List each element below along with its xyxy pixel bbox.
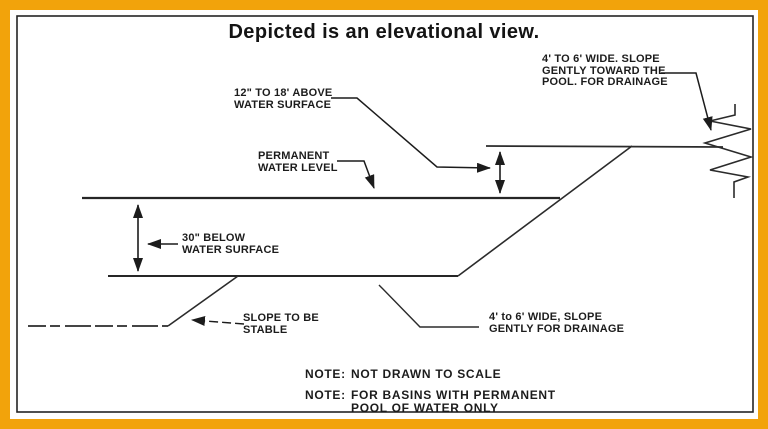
label-depth: 30" BELOW WATER SURFACE [182,232,280,256]
embankment-slope-line [457,145,633,277]
note-text-line1: FOR BASINS WITH PERMANENT [351,388,556,402]
label-lower-bench-line2: GENTLY FOR DRAINAGE [489,322,625,335]
label-upper-bench-line3: POOL. FOR DRAINAGE [542,76,668,88]
label-water-level-line2: WATER LEVEL [258,161,338,174]
label-water-level-line1: PERMANENT [258,150,330,162]
label-stable-slope: SLOPE TO BE STABLE [243,312,319,336]
label-freeboard-line1: 12" TO 18' ABOVE [234,87,333,99]
label-depth-line1: 30" BELOW [182,232,246,244]
lower-bench-leader [378,284,479,328]
water-level-leader [337,160,375,189]
label-upper-bench-line2: GENTLY TOWARD THE [542,64,666,77]
lower-slope-line [167,275,239,327]
label-lower-bench-line1: 4' to 6' WIDE, SLOPE [489,311,603,323]
label-water-level: PERMANENT WATER LEVEL [258,150,338,174]
label-stable-slope-line1: SLOPE TO BE [243,312,319,324]
upper-bench-leader [661,72,713,131]
label-freeboard: 12" TO 18' ABOVE WATER SURFACE [234,87,333,111]
break-line-symbol [702,104,754,198]
label-depth-line2: WATER SURFACE [182,243,280,256]
label-upper-bench-line1: 4' TO 6' WIDE. SLOPE [542,53,660,65]
top-bench-line [485,145,724,148]
label-stable-slope-line2: STABLE [243,323,288,336]
label-lower-bench: 4' to 6' WIDE, SLOPE GENTLY FOR DRAINAGE [489,311,625,335]
note-text-line1: NOT DRAWN TO SCALE [351,367,502,381]
note-label: NOTE: [305,388,346,402]
note-not-to-scale: NOTE: NOT DRAWN TO SCALE [305,368,501,381]
note-label: NOTE: [305,367,346,381]
note-permanent-pool: NOTE: FOR BASINS WITH PERMANENT POOL OF … [305,389,556,415]
drawing-frame [16,15,754,413]
freeboard-leader [331,97,491,173]
note-text-line2: POOL OF WATER ONLY [351,401,499,415]
stable-slope-leader [191,316,245,326]
page-title: Depicted is an elevational view. [228,21,540,43]
label-upper-bench: 4' TO 6' WIDE. SLOPE GENTLY TOWARD THE P… [542,53,668,89]
label-freeboard-line2: WATER SURFACE [234,98,332,111]
